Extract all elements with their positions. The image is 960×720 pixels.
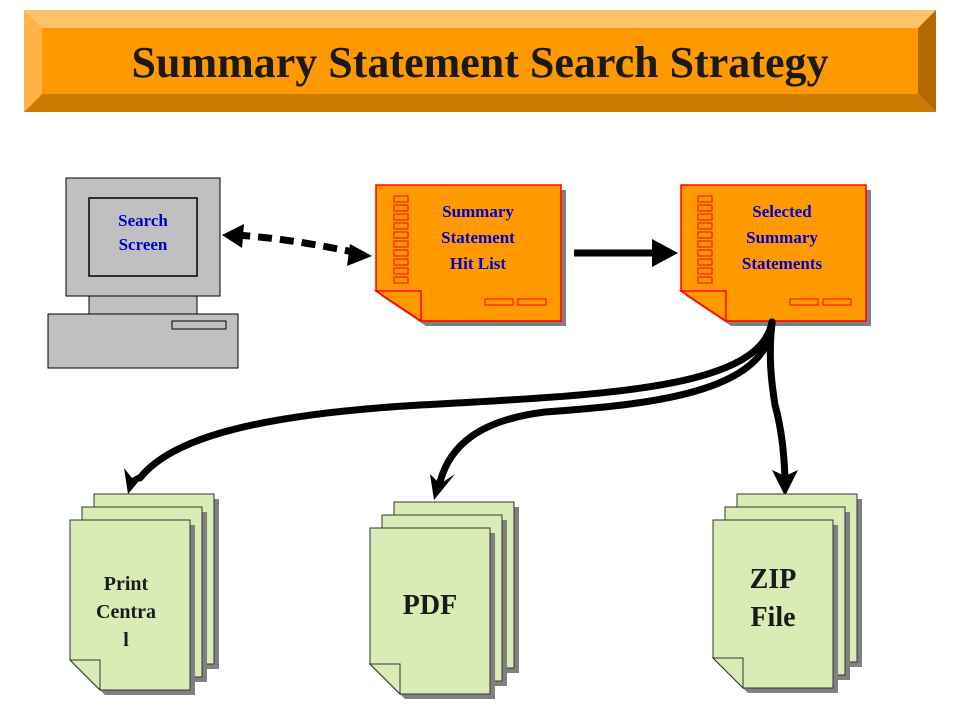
arrow-to-print — [136, 318, 776, 482]
print-central-label: l — [123, 629, 129, 651]
selected-statements-document: Selected Summary Statements — [678, 184, 871, 326]
print-central-stack: Print Centra l — [68, 493, 219, 695]
selected-label: Selected — [752, 202, 812, 221]
output-arrows — [136, 318, 789, 486]
arrow-to-pdf-head — [430, 474, 455, 500]
zip-file-label: ZIP — [750, 564, 797, 595]
search-screen-label: Search — [118, 211, 168, 230]
arrow-to-zip-head — [772, 470, 798, 496]
page-title: Summary Statement Search Strategy — [132, 38, 829, 87]
arrow-to-pdf — [436, 318, 776, 486]
search-to-hitlist-arrow — [222, 224, 372, 266]
selected-label: Summary — [746, 228, 818, 247]
checklist-icon — [697, 195, 713, 284]
search-screen-label: Screen — [119, 235, 168, 254]
hit-list-label: Summary — [442, 202, 514, 221]
computer-icon: Search Screen — [47, 177, 239, 369]
pdf-stack: PDF — [368, 501, 519, 699]
hitlist-to-selected-arrow — [574, 239, 678, 267]
selected-label: Statements — [742, 254, 823, 273]
checklist-icon — [393, 195, 409, 284]
arrow-to-print-head — [124, 468, 150, 494]
zip-file-stack: ZIP File — [711, 493, 862, 693]
title-banner: Summary Statement Search Strategy — [24, 10, 936, 112]
hit-list-label: Hit List — [450, 254, 507, 273]
hit-list-label: Statement — [441, 228, 515, 247]
print-central-label: Centra — [96, 601, 156, 623]
pdf-label: PDF — [403, 590, 457, 621]
print-central-label: Print — [104, 573, 149, 595]
zip-file-label: File — [750, 602, 795, 633]
arrow-to-zip — [766, 318, 789, 482]
hit-list-document: Summary Statement Hit List — [373, 184, 566, 326]
